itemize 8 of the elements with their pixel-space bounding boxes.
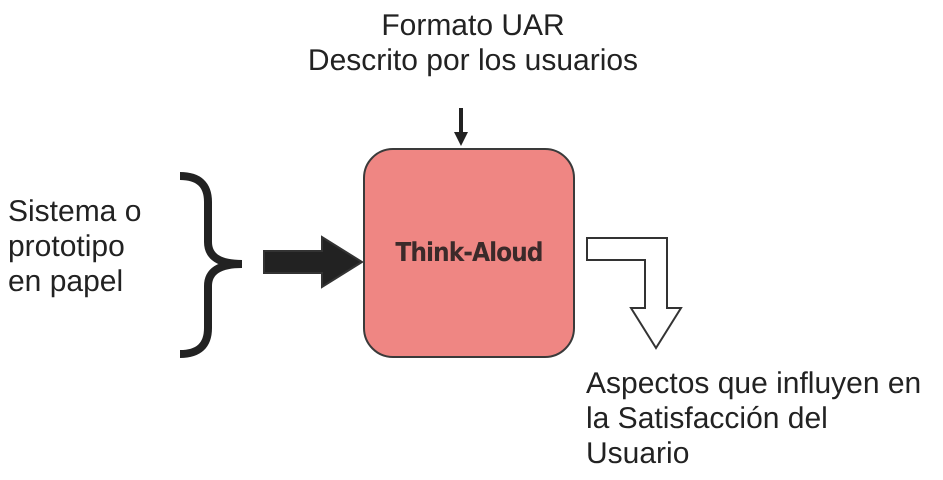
- block-arrow: [586, 237, 683, 350]
- text-label: Aspectos que influyen en la Satisfacción del Usuario: [586, 366, 922, 471]
- text-label: Formato UAR: [380, 8, 566, 43]
- text-label: Sistema o prototipo en papel: [8, 194, 142, 299]
- box-title: Think-Aloud: [395, 238, 543, 268]
- process-box: [363, 148, 575, 358]
- block-arrow: [263, 235, 364, 289]
- text-label: Descrito por los usuarios: [306, 43, 640, 78]
